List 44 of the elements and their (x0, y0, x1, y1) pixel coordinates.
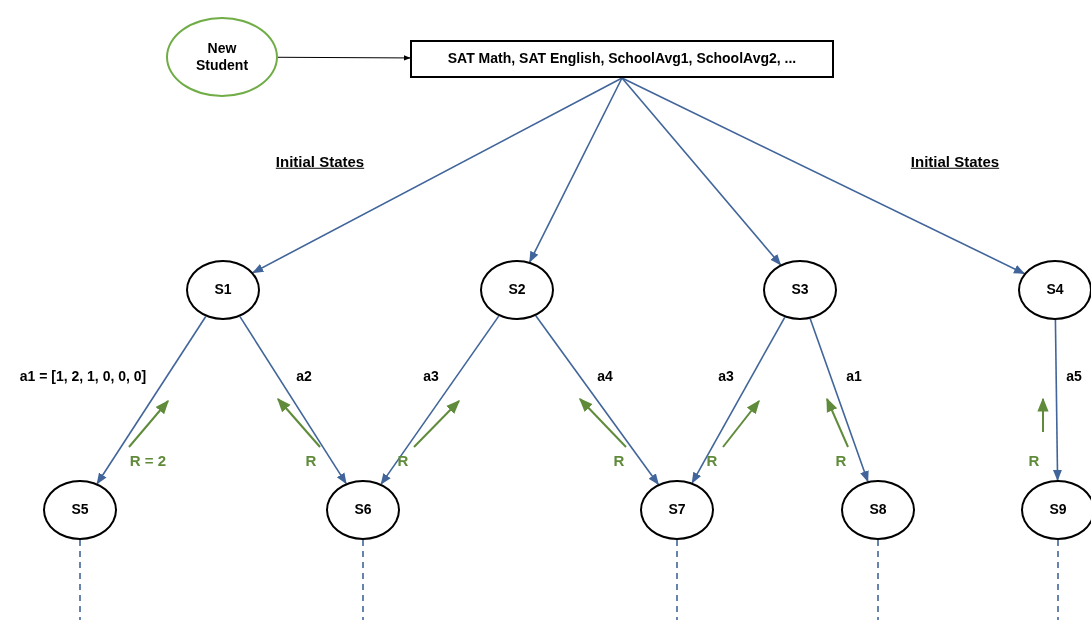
feature-box: SAT Math, SAT English, SchoolAvg1, SchoolAvg2, ... (410, 40, 834, 78)
edge-label: a1 (846, 366, 862, 386)
state-circle: S7 (640, 480, 714, 540)
dashed-connector (877, 539, 879, 621)
arrow (96, 315, 207, 485)
dashed-connector (676, 539, 678, 621)
edge-label: a1 = [1, 2, 1, 0, 0, 0] (19, 366, 147, 386)
reward-label: R = 2 (129, 450, 167, 471)
arrow (535, 315, 659, 486)
state-circle: S5 (43, 480, 117, 540)
edge-label: a5 (1066, 366, 1082, 386)
dashed-connector (79, 539, 81, 621)
arrow (809, 318, 869, 483)
reward-label: R (397, 450, 409, 471)
state-circle: S1 (186, 260, 260, 320)
state-circle: S2 (480, 260, 554, 320)
arrow (277, 55, 411, 61)
state-circle: S4 (1018, 260, 1091, 320)
reward-label: R (613, 450, 625, 471)
reward-label: R (1028, 450, 1040, 471)
reward-label: R (706, 450, 718, 471)
start-circle: New Student (166, 17, 278, 97)
arrow (621, 77, 782, 266)
section-heading: Initial States (910, 151, 1000, 172)
dashed-connector (362, 539, 364, 621)
dashed-connector (1057, 539, 1059, 621)
arrow (239, 315, 347, 485)
arrow (529, 77, 623, 263)
arrow (621, 77, 1026, 275)
state-circle: S3 (763, 260, 837, 320)
edge-label: a3 (718, 366, 734, 386)
reward-label: R (305, 450, 317, 471)
arrow (691, 316, 786, 484)
arrow (1052, 319, 1062, 482)
state-circle: S6 (326, 480, 400, 540)
state-circle: S8 (841, 480, 915, 540)
reward-label: R (835, 450, 847, 471)
state-circle: S9 (1021, 480, 1091, 540)
edge-label: a2 (296, 366, 312, 386)
arrow (252, 77, 623, 274)
edge-label: a4 (597, 366, 613, 386)
section-heading: Initial States (275, 151, 365, 172)
arrow (380, 315, 500, 485)
edge-label: a3 (423, 366, 439, 386)
